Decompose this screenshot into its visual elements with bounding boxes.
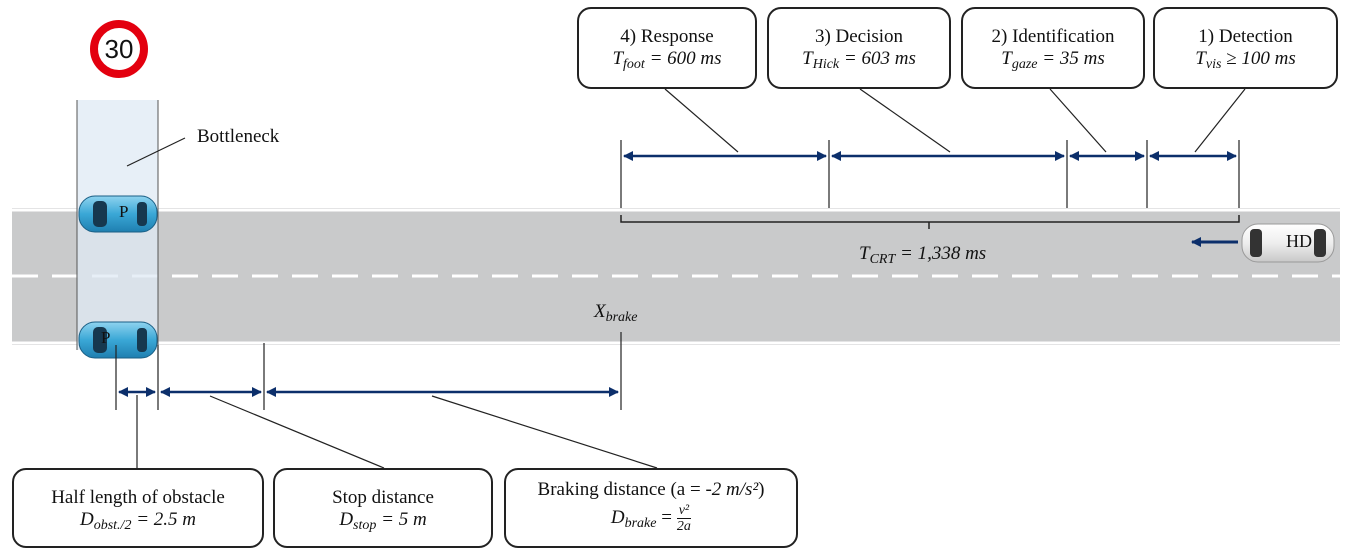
braking-distance-box: Braking distance (a = -2 m/s²) Dbrake = … <box>504 468 798 548</box>
bottleneck-label: Bottleneck <box>197 126 280 147</box>
stage-leaders <box>664 88 1246 153</box>
crt-label: TCRT = 1,338 ms <box>859 243 987 267</box>
parked-car-top-label: P <box>119 202 129 221</box>
stage-box-detection: 1) Detection Tvis ≥ 100 ms <box>1153 7 1338 89</box>
crt-bracket <box>620 215 1240 229</box>
stage-time: Tfoot = 600 ms <box>612 48 722 72</box>
stage-box-decision: 3) Decision THick = 603 ms <box>767 7 951 89</box>
distance-ticks <box>115 332 622 410</box>
stage-title: 1) Detection <box>1198 26 1293 47</box>
stage-box-identification: 2) Identification Tgaze = 35 ms <box>961 7 1145 89</box>
half-length-value: Dobst./2 = 2.5 m <box>79 509 196 533</box>
speed-limit-value: 30 <box>104 33 134 64</box>
distance-leaders <box>136 395 658 469</box>
hd-car <box>1241 223 1335 263</box>
stage-box-response: 4) Response Tfoot = 600 ms <box>577 7 757 89</box>
stage-title: 2) Identification <box>991 26 1115 47</box>
bottleneck-leader <box>126 137 186 167</box>
half-length-title: Half length of obstacle <box>51 487 225 508</box>
parked-car-bottom <box>78 321 158 359</box>
speed-limit-sign: 30 <box>90 20 148 78</box>
braking-distance-title: Braking distance (a = -2 m/s²) <box>537 479 765 500</box>
stage-title: 3) Decision <box>814 26 904 47</box>
parked-car-bottom-label: P <box>101 328 111 347</box>
road <box>12 208 1340 345</box>
stop-distance-box: Stop distance Dstop = 5 m <box>273 468 493 548</box>
parked-car-top <box>78 195 158 233</box>
half-length-box: Half length of obstacle Dobst./2 = 2.5 m <box>12 468 264 548</box>
stage-title: 4) Response <box>620 26 714 47</box>
stage-time: Tgaze = 35 ms <box>1001 48 1105 72</box>
stop-distance-title: Stop distance <box>332 487 434 508</box>
stop-distance-value: Dstop = 5 m <box>339 509 427 533</box>
xbrake-label: Xbrake <box>594 301 638 325</box>
stage-time: Tvis ≥ 100 ms <box>1195 48 1296 72</box>
stage-time: THick = 603 ms <box>802 48 916 72</box>
hd-car-label: HD <box>1286 231 1312 251</box>
timeline-ticks <box>620 140 1240 208</box>
